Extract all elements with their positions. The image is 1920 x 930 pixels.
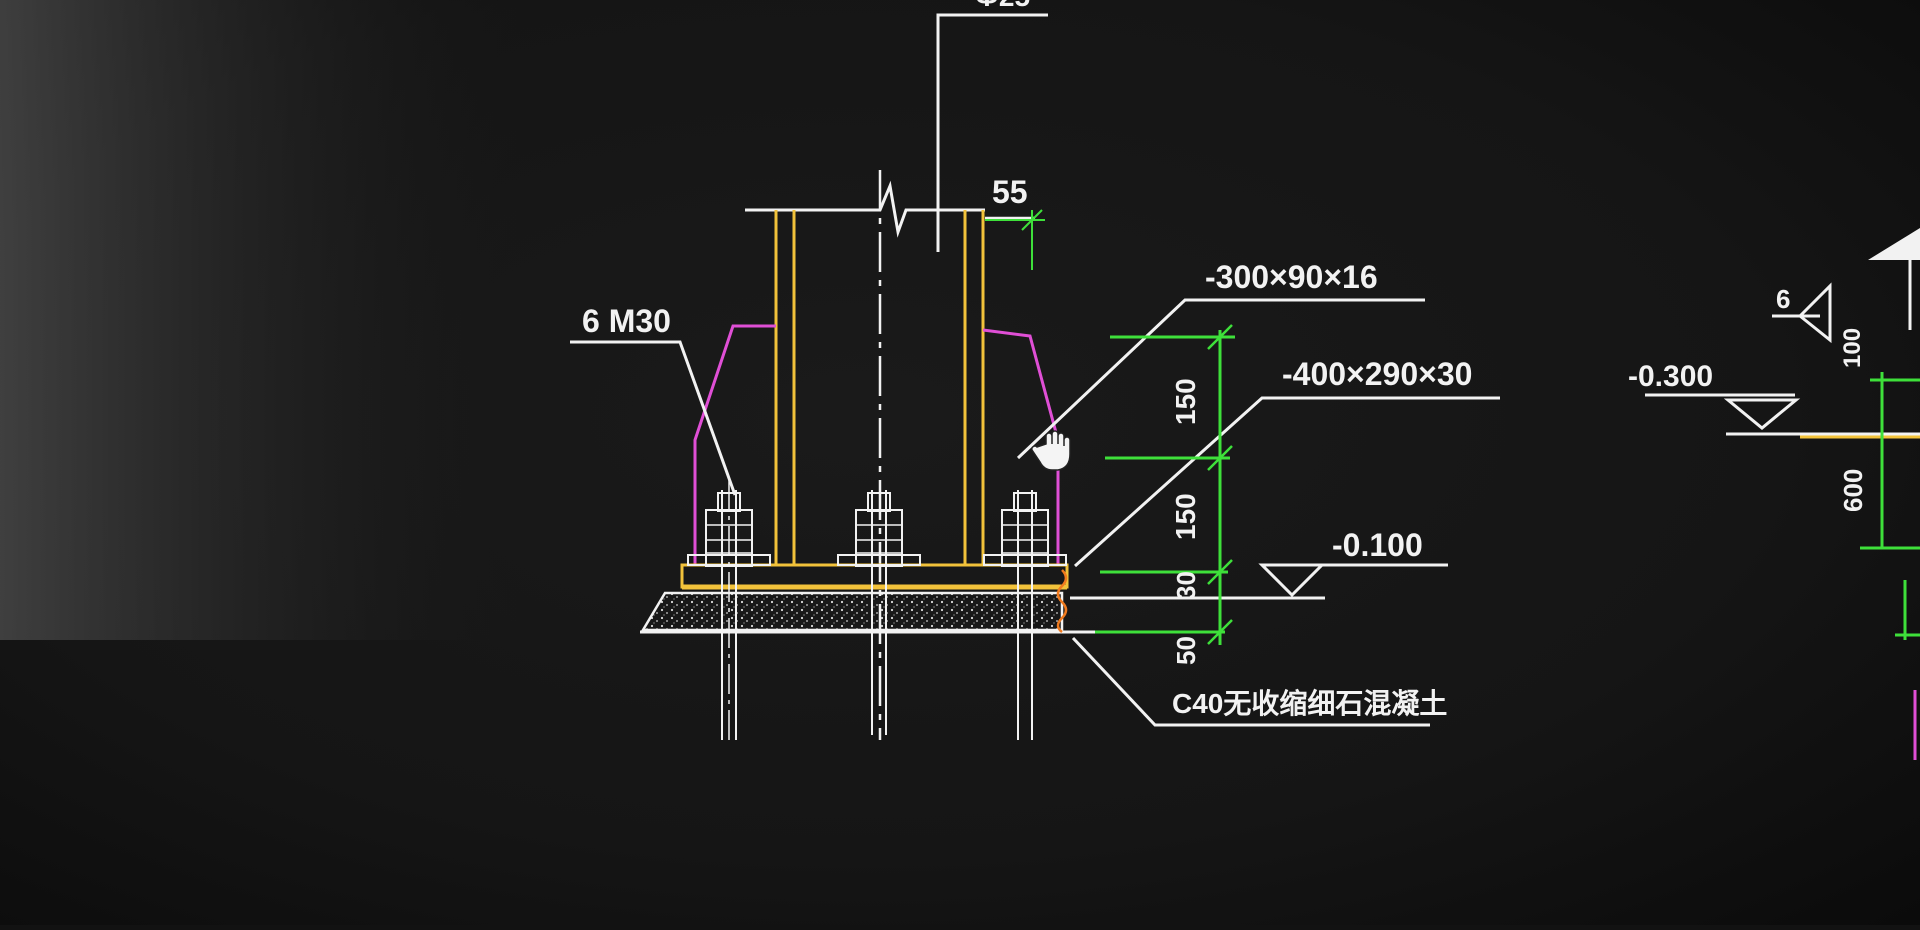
dim-55: 55	[985, 174, 1045, 270]
dim-d3: 30	[1171, 571, 1201, 600]
anchor-bolt-center	[837, 490, 921, 735]
label-top-partial: Ф25	[975, 0, 1030, 12]
label-plate-base: -400×290×30	[1282, 356, 1472, 392]
label-dim-55: 55	[992, 174, 1028, 210]
vertical-dimension-chain: 150 150 30 50	[1095, 324, 1235, 665]
dim-r1: 100	[1839, 328, 1866, 368]
dim-r2: 600	[1838, 469, 1868, 512]
anchor-bolt-right	[983, 490, 1067, 740]
leader-concrete: C40无收缩细石混凝土	[1071, 636, 1447, 727]
leader-top: Ф25	[936, 0, 1048, 252]
leader-plate-base: -400×290×30	[1073, 356, 1500, 568]
stiffener-plates	[693, 324, 1060, 565]
label-plate-small: -300×90×16	[1205, 259, 1378, 295]
hand-cursor-icon	[1031, 430, 1071, 471]
label-elev-main: -0.100	[1332, 527, 1423, 563]
dim-d1: 150	[1170, 378, 1201, 425]
elevation-main: -0.100	[1070, 527, 1448, 600]
dim-d4: 50	[1171, 636, 1201, 665]
dim-d2: 150	[1170, 493, 1201, 540]
label-right-elev: -0.300	[1628, 360, 1713, 393]
leader-plate-small: -300×90×16	[1016, 259, 1425, 460]
steel-column	[745, 170, 985, 740]
label-concrete: C40无收缩细石混凝土	[1172, 687, 1447, 719]
right-detail: 6 100 -0.300 600	[1628, 228, 1920, 760]
label-bolts: 6 M30	[582, 303, 671, 339]
leader-bolts: 6 M30	[570, 303, 737, 496]
screen-glare	[0, 0, 520, 640]
label-right-weld: 6	[1776, 284, 1790, 314]
anchor-bolt-left	[687, 480, 771, 745]
